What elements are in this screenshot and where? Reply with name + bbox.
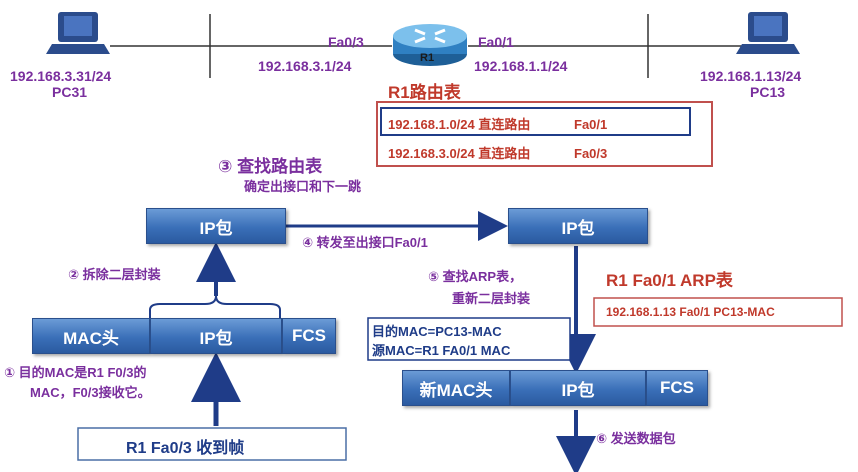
- step1-line2: MAC，F0/3接收它。: [30, 385, 151, 400]
- new-mac-header-block: 新MAC头: [402, 370, 510, 406]
- fcs-block-new: FCS: [646, 370, 708, 406]
- ip-packet-decap: IP包: [146, 208, 286, 244]
- pc13-name: PC13: [750, 84, 786, 100]
- step5-line2: 重新二层封装: [452, 291, 531, 306]
- pc31-icon: [46, 12, 110, 54]
- route-iface: Fa0/3: [574, 146, 608, 161]
- fcs-block: FCS: [282, 318, 336, 354]
- mac-src: 源MAC=R1 FA0/1 MAC: [372, 343, 511, 358]
- ip-packet-reencap: IP包: [510, 370, 646, 406]
- route-net: 192.168.3.0/24: [388, 146, 475, 161]
- pc13-ip: 192.168.1.13/24: [700, 68, 802, 84]
- route-type: 直连路由: [478, 146, 531, 161]
- brace: [149, 295, 281, 318]
- received-frame-label: R1 Fa0/3 收到帧: [126, 440, 245, 457]
- pc13-icon: [736, 12, 800, 54]
- step5-line1: ⑤ 查找ARP表，: [428, 269, 523, 284]
- step1-line1: ① 目的MAC是R1 F0/3的: [4, 365, 147, 380]
- route-net: 192.168.1.0/24: [388, 117, 475, 132]
- ip-packet-forward: IP包: [508, 208, 648, 244]
- route-row-1: 192.168.1.0/24 直连路由 Fa0/1: [388, 114, 607, 133]
- step3-sub: 确定出接口和下一跳: [244, 179, 362, 194]
- mac-info-box: [367, 317, 571, 361]
- arp-table-title: R1 Fa0/1 ARP表: [606, 271, 733, 290]
- step6: ⑥ 发送数据包: [596, 431, 676, 446]
- route-type: 直连路由: [478, 117, 531, 132]
- routing-table-highlight: [380, 107, 691, 136]
- mac-header-block: MAC头: [32, 318, 150, 354]
- step2: ② 拆除二层封装: [68, 267, 161, 282]
- router-right-ip: 192.168.1.1/24: [474, 58, 568, 74]
- arp-entry: 192.168.1.13 Fa0/1 PC13-MAC: [606, 305, 775, 319]
- router-icon: [393, 24, 467, 66]
- route-iface: Fa0/1: [574, 117, 608, 132]
- router-name: R1: [420, 52, 435, 64]
- received-frame-box: [77, 427, 347, 461]
- pc31-ip: 192.168.3.31/24: [10, 68, 112, 84]
- mac-dst: 目的MAC=PC13-MAC: [372, 324, 502, 339]
- step3-title: ③ 查找路由表: [218, 157, 323, 176]
- router-left-if: Fa0/3: [328, 34, 364, 50]
- pc31-name: PC31: [52, 84, 88, 100]
- ip-packet-received: IP包: [150, 318, 282, 354]
- router-right-if: Fa0/1: [478, 34, 514, 50]
- route-row-2: 192.168.3.0/24 直连路由 Fa0/3: [388, 143, 607, 162]
- step4: ④ 转发至出接口Fa0/1: [302, 235, 428, 250]
- routing-table-title: R1路由表: [388, 83, 461, 102]
- routing-table-frame: [376, 101, 713, 167]
- router-left-ip: 192.168.3.1/24: [258, 58, 352, 74]
- arp-entry-box: [593, 297, 843, 327]
